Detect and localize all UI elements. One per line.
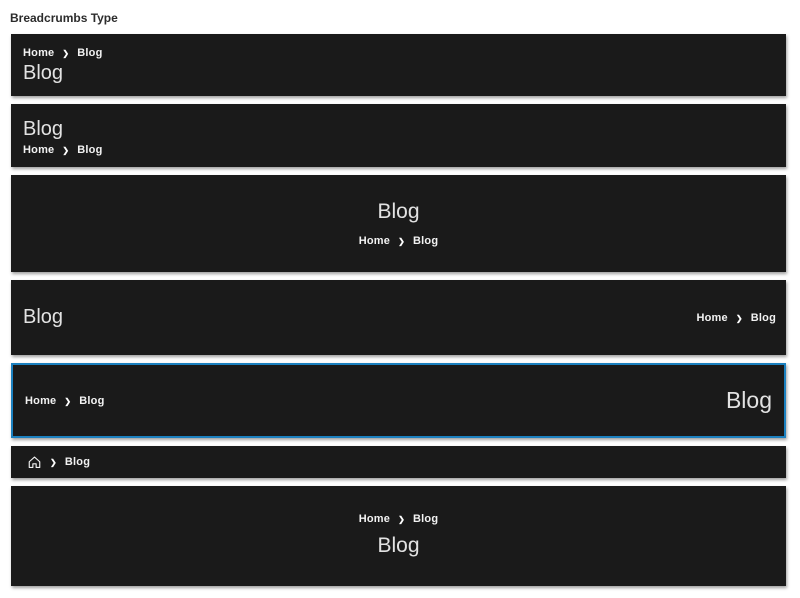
breadcrumb-current: Blog <box>77 47 103 59</box>
breadcrumb: Home ❯ Blog <box>23 144 103 156</box>
breadcrumb-option-breadcrumb-only-home-icon[interactable]: ❯ Blog <box>11 446 786 478</box>
breadcrumb-current: Blog <box>750 311 776 324</box>
breadcrumb: Home ❯ Blog <box>696 312 776 324</box>
page-title: Blog <box>377 200 420 224</box>
breadcrumb-option-centered-breadcrumb-title[interactable]: Home ❯ Blog Blog <box>11 486 786 586</box>
chevron-right-icon: ❯ <box>50 458 57 467</box>
breadcrumb-home-link: Home <box>23 143 55 156</box>
breadcrumb: Home ❯ Blog <box>359 513 439 525</box>
breadcrumb: Home ❯ Blog <box>359 235 439 247</box>
page-title: Blog <box>725 387 772 414</box>
breadcrumb-option-title-above-breadcrumb[interactable]: Blog Home ❯ Blog <box>11 104 786 167</box>
chevron-right-icon: ❯ <box>398 515 406 525</box>
breadcrumb-current: Blog <box>413 234 439 247</box>
chevron-right-icon: ❯ <box>62 49 70 58</box>
breadcrumb-current: Blog <box>64 456 91 468</box>
page-title: Blog <box>23 62 64 84</box>
breadcrumb-option-breadcrumb-left-title-right[interactable]: Home ❯ Blog Blog <box>11 363 786 438</box>
page-title: Blog <box>377 534 420 558</box>
breadcrumb-current: Blog <box>79 394 105 407</box>
breadcrumb-home-link: Home <box>696 311 728 324</box>
chevron-right-icon: ❯ <box>64 396 72 406</box>
breadcrumb: Home ❯ Blog <box>23 47 103 59</box>
breadcrumb-option-centered-title-breadcrumb[interactable]: Blog Home ❯ Blog <box>11 175 786 272</box>
breadcrumb: Home ❯ Blog <box>25 395 105 407</box>
chevron-right-icon: ❯ <box>398 236 406 246</box>
page-title: Blog <box>23 117 64 140</box>
breadcrumb: ❯ Blog <box>27 455 90 470</box>
breadcrumb-current: Blog <box>77 143 103 156</box>
chevron-right-icon: ❯ <box>735 313 743 323</box>
home-icon <box>27 455 42 470</box>
breadcrumb-option-title-left-breadcrumb-right[interactable]: Blog Home ❯ Blog <box>11 280 786 355</box>
breadcrumb-home-link: Home <box>358 513 391 526</box>
page-title: Blog <box>23 306 64 328</box>
chevron-right-icon: ❯ <box>62 145 70 155</box>
breadcrumb-home-link: Home <box>23 47 55 59</box>
breadcrumb-home-link: Home <box>25 394 57 407</box>
breadcrumb-home-link: Home <box>358 234 391 247</box>
breadcrumb-current: Blog <box>413 513 439 526</box>
breadcrumb-option-breadcrumb-above-title[interactable]: Home ❯ Blog Blog <box>11 34 786 96</box>
breadcrumbs-type-label: Breadcrumbs Type <box>10 11 118 25</box>
